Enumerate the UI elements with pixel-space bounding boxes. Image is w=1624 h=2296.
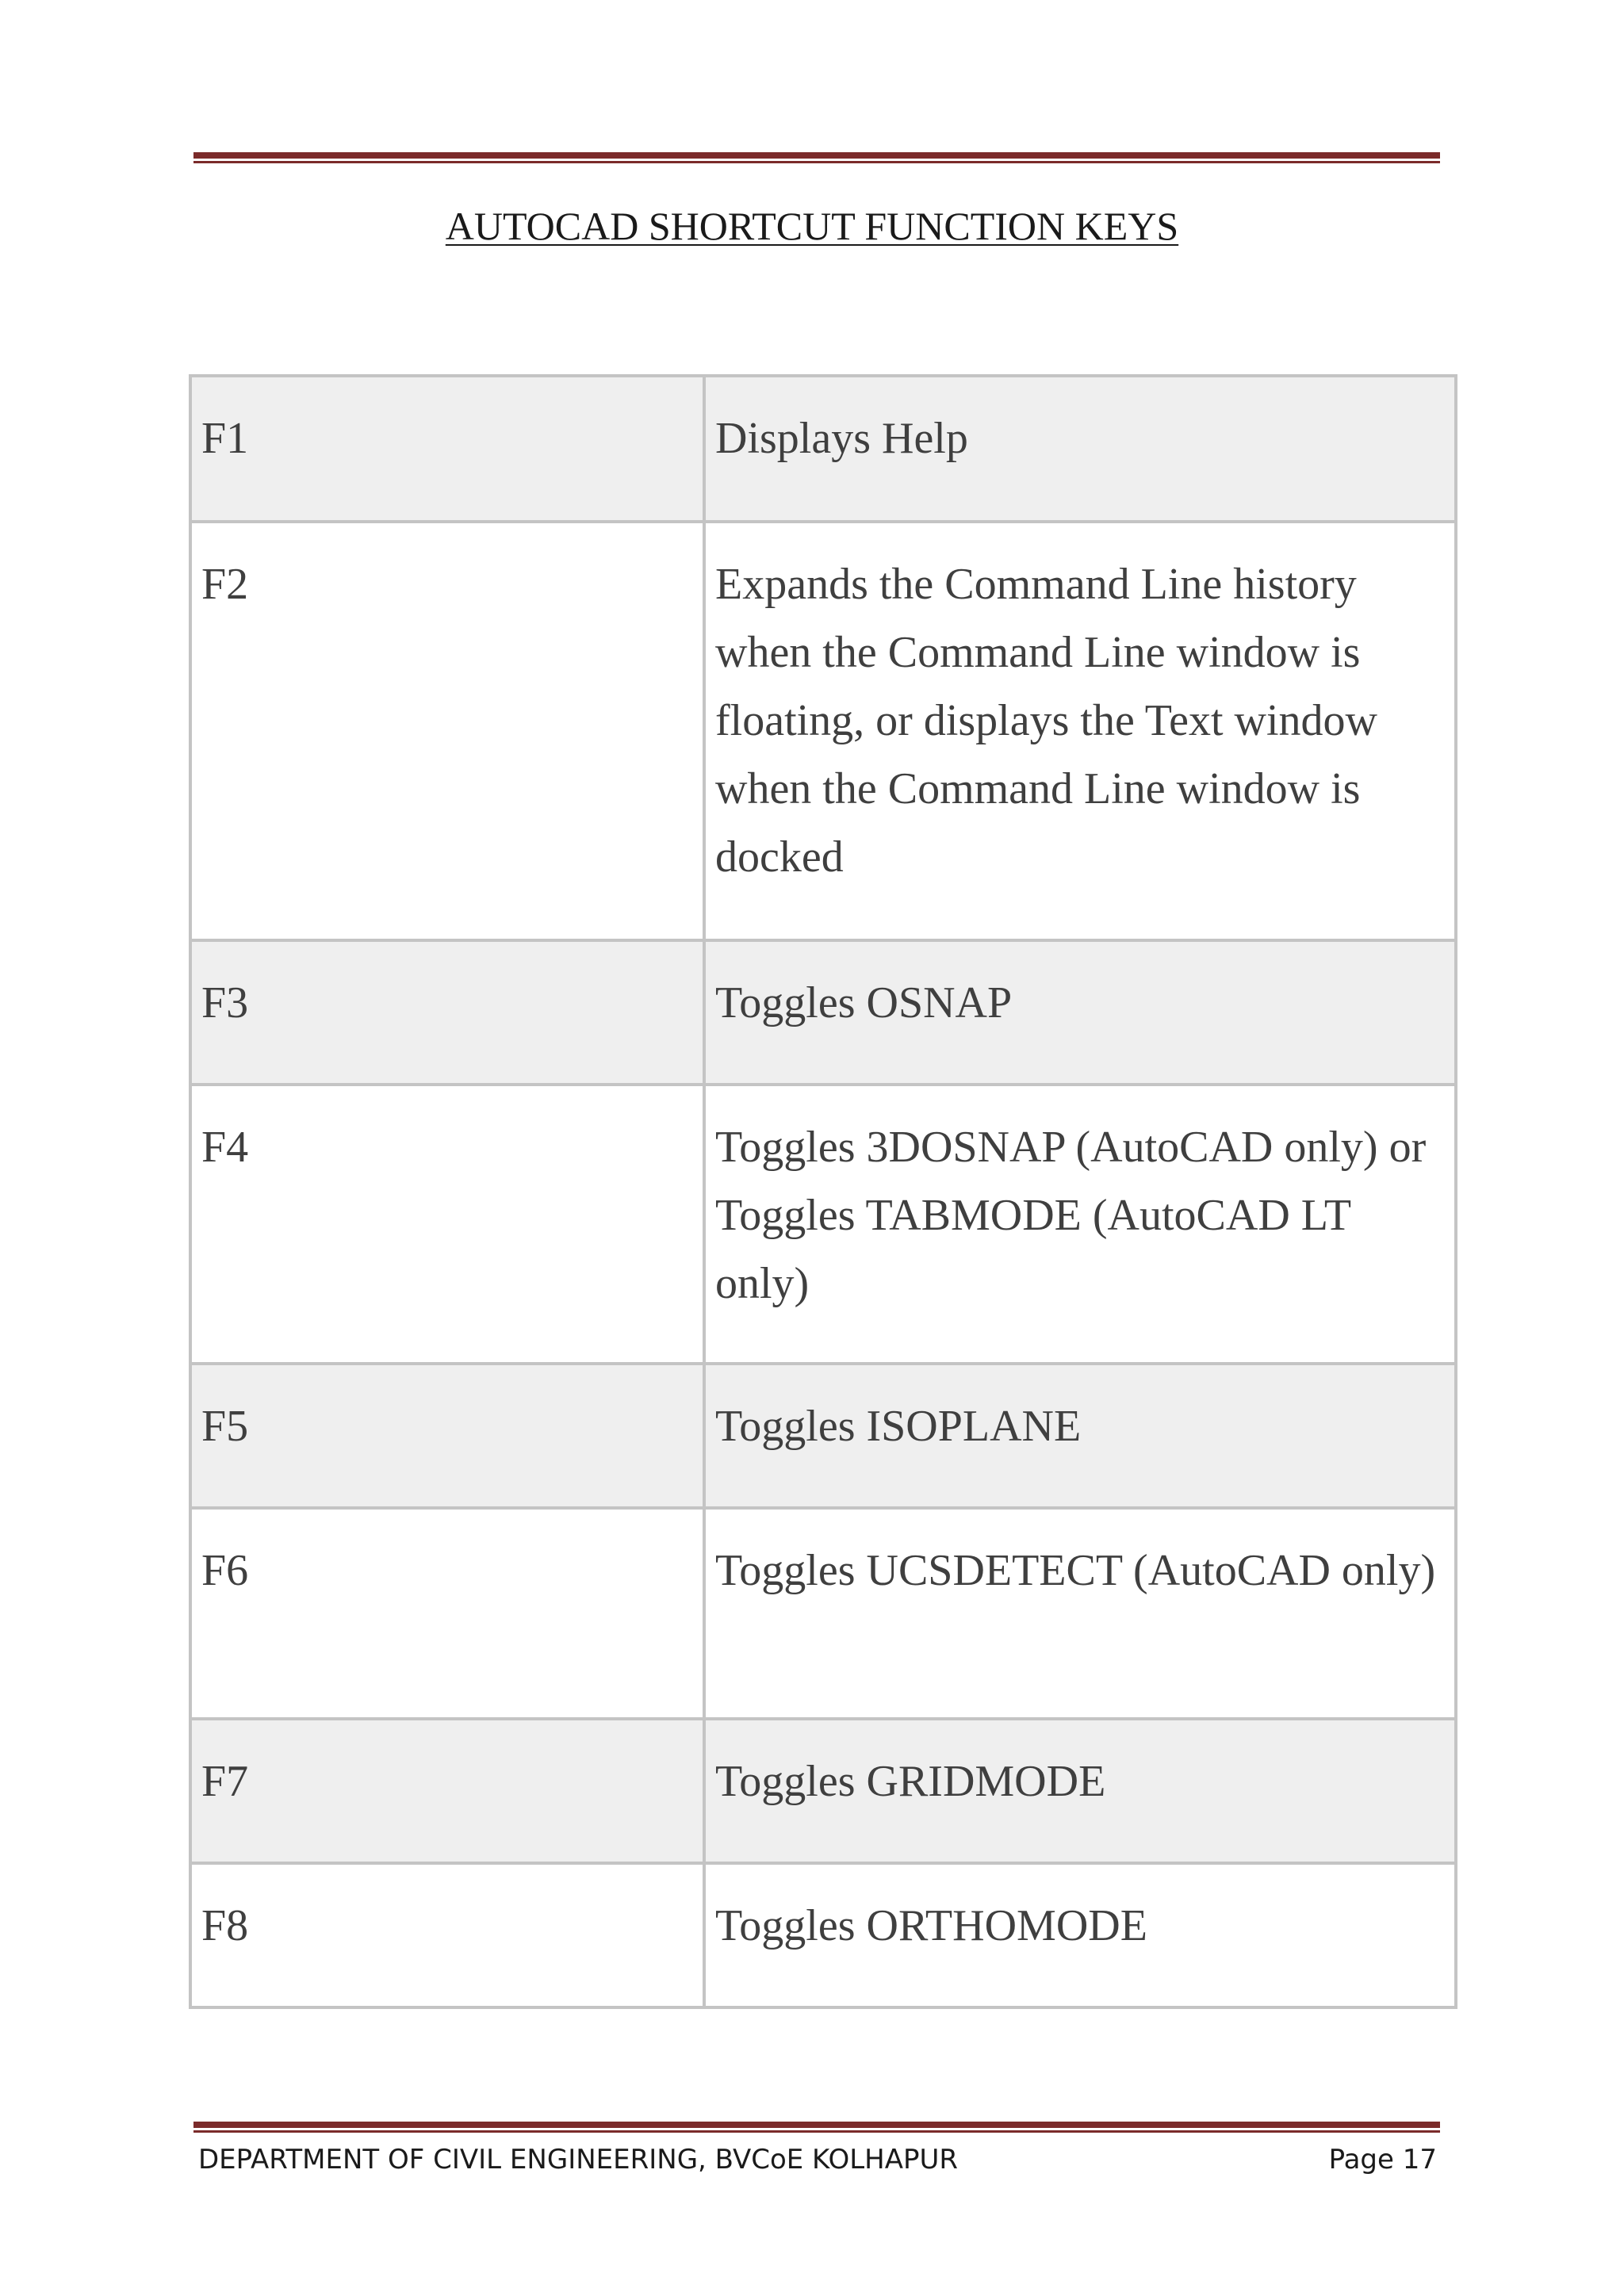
- shortcut-table: F1 Displays Help F2 Expands the Command …: [189, 374, 1457, 2009]
- table-row: F6 Toggles UCSDETECT (AutoCAD only): [189, 1506, 1457, 1720]
- key-cell: F6: [189, 1506, 706, 1720]
- header-rule-thin: [193, 161, 1440, 163]
- description-cell: Toggles OSNAP: [703, 939, 1457, 1086]
- description-cell: Toggles ISOPLANE: [703, 1362, 1457, 1510]
- key-cell: F1: [189, 374, 706, 523]
- key-cell: F5: [189, 1362, 706, 1510]
- footer-page-number: Page 17: [1328, 2144, 1437, 2175]
- header-rule-thick: [193, 152, 1440, 159]
- description-cell: Toggles GRIDMODE: [703, 1717, 1457, 1865]
- footer-rule-thin: [193, 2130, 1440, 2133]
- key-cell: F2: [189, 520, 706, 942]
- description-cell: Expands the Command Line history when th…: [703, 520, 1457, 942]
- description-cell: Toggles UCSDETECT (AutoCAD only): [703, 1506, 1457, 1720]
- footer-department: DEPARTMENT OF CIVIL ENGINEERING, BVCoE K…: [198, 2144, 959, 2175]
- key-cell: F3: [189, 939, 706, 1086]
- key-cell: F7: [189, 1717, 706, 1865]
- footer-rule: [193, 2122, 1440, 2133]
- table-row: F2 Expands the Command Line history when…: [189, 520, 1457, 942]
- description-cell: Displays Help: [703, 374, 1457, 523]
- description-cell: Toggles ORTHOMODE: [703, 1862, 1457, 2009]
- table-row: F1 Displays Help: [189, 374, 1457, 523]
- key-cell: F8: [189, 1862, 706, 2009]
- key-cell: F4: [189, 1083, 706, 1365]
- table-row: F7 Toggles GRIDMODE: [189, 1717, 1457, 1865]
- page-title: AUTOCAD SHORTCUT FUNCTION KEYS: [445, 204, 1179, 248]
- footer-rule-thick: [193, 2122, 1440, 2128]
- table-row: F5 Toggles ISOPLANE: [189, 1362, 1457, 1510]
- table-row: F8 Toggles ORTHOMODE: [189, 1862, 1457, 2009]
- description-cell: Toggles 3DOSNAP (AutoCAD only) or Toggle…: [703, 1083, 1457, 1365]
- header-rule: [193, 152, 1440, 163]
- table-row: F4 Toggles 3DOSNAP (AutoCAD only) or Tog…: [189, 1083, 1457, 1365]
- table-row: F3 Toggles OSNAP: [189, 939, 1457, 1086]
